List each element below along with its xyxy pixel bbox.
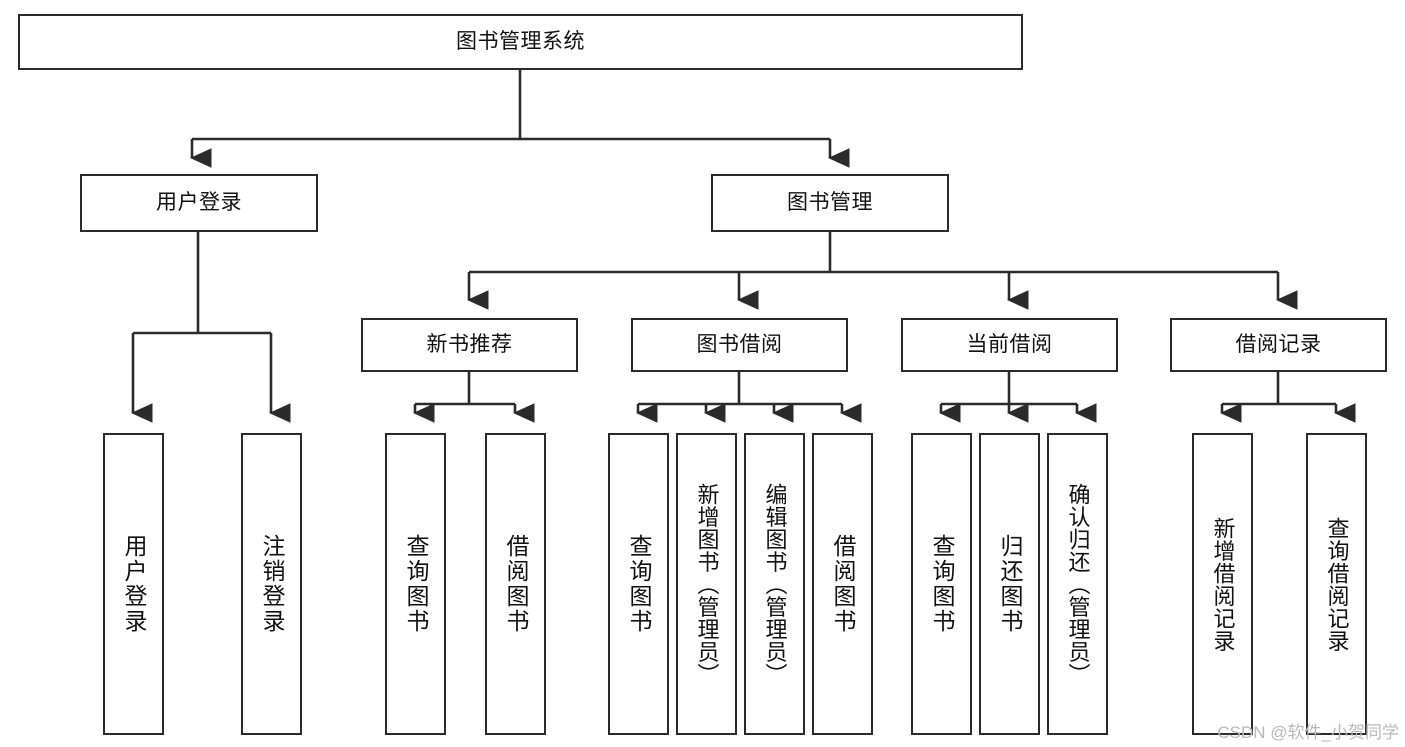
node-borrow-record[interactable]: 借阅记录 — [1170, 318, 1387, 372]
node-label: 借阅图书 — [503, 534, 529, 634]
node-label: 编辑图书（管理员） — [762, 482, 788, 686]
node-label: 新增图书（管理员） — [694, 482, 720, 686]
node-label: 借阅记录 — [1235, 332, 1322, 356]
node-current-borrow[interactable]: 当前借阅 — [901, 318, 1118, 372]
node-book-borrow[interactable]: 图书借阅 — [631, 318, 848, 372]
node-label: 新书推荐 — [426, 332, 513, 356]
node-new-book-recommend[interactable]: 新书推荐 — [361, 318, 578, 372]
leaf-newbook-query-book[interactable]: 查询图书 — [385, 433, 446, 735]
node-root-book-management-system[interactable]: 图书管理系统 — [18, 14, 1023, 70]
node-label: 图书管理系统 — [456, 29, 585, 53]
leaf-user-logout[interactable]: 注销登录 — [241, 433, 302, 735]
node-label: 图书借阅 — [696, 332, 783, 356]
node-label: 注销登录 — [259, 534, 285, 634]
node-book-management[interactable]: 图书管理 — [711, 174, 949, 232]
node-label: 图书管理 — [787, 190, 873, 214]
node-user-login[interactable]: 用户登录 — [80, 174, 318, 232]
leaf-current-return-book[interactable]: 归还图书 — [979, 433, 1040, 735]
node-label: 新增借阅记录 — [1210, 516, 1236, 652]
node-label: 确认归还（管理员） — [1065, 482, 1091, 686]
leaf-borrow-query-book[interactable]: 查询图书 — [608, 433, 669, 735]
node-label: 查询图书 — [403, 534, 429, 634]
leaf-borrow-borrow-book[interactable]: 借阅图书 — [812, 433, 873, 735]
node-label: 查询图书 — [626, 534, 652, 634]
leaf-user-login[interactable]: 用户登录 — [103, 433, 164, 735]
node-label: 查询图书 — [929, 534, 955, 634]
leaf-newbook-borrow-book[interactable]: 借阅图书 — [485, 433, 546, 735]
node-label: 用户登录 — [156, 190, 242, 214]
leaf-current-query-book[interactable]: 查询图书 — [911, 433, 972, 735]
leaf-current-confirm-return-admin[interactable]: 确认归还（管理员） — [1047, 433, 1108, 735]
node-label: 查询借阅记录 — [1324, 516, 1350, 652]
node-label: 借阅图书 — [830, 534, 856, 634]
csdn-watermark: CSDN @软件_小贺同学 — [1217, 723, 1399, 742]
node-label: 用户登录 — [121, 534, 147, 634]
leaf-record-add-borrow-record[interactable]: 新增借阅记录 — [1192, 433, 1253, 735]
leaf-borrow-add-book-admin[interactable]: 新增图书（管理员） — [676, 433, 737, 735]
leaf-borrow-edit-book-admin[interactable]: 编辑图书（管理员） — [744, 433, 805, 735]
node-label: 归还图书 — [997, 534, 1023, 634]
node-label: 当前借阅 — [966, 332, 1053, 356]
leaf-record-query-borrow-record[interactable]: 查询借阅记录 — [1306, 433, 1367, 735]
